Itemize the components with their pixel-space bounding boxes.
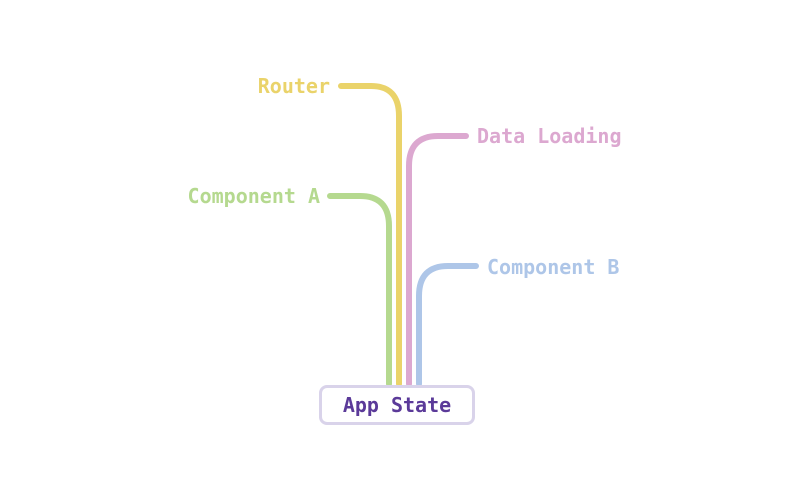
- node-label-component-b: Component B: [487, 255, 620, 279]
- wire-component-a: [327, 193, 392, 387]
- wire-data-loading: [406, 133, 469, 387]
- node-label-component-a: Component A: [187, 184, 320, 208]
- wire-router: [338, 83, 402, 387]
- node-label-data-loading: Data Loading: [477, 124, 622, 148]
- app-state-label: App State: [342, 393, 452, 417]
- node-label-router: Router: [257, 74, 330, 98]
- wire-component-b: [416, 263, 479, 387]
- app-state-node: App State: [319, 385, 475, 425]
